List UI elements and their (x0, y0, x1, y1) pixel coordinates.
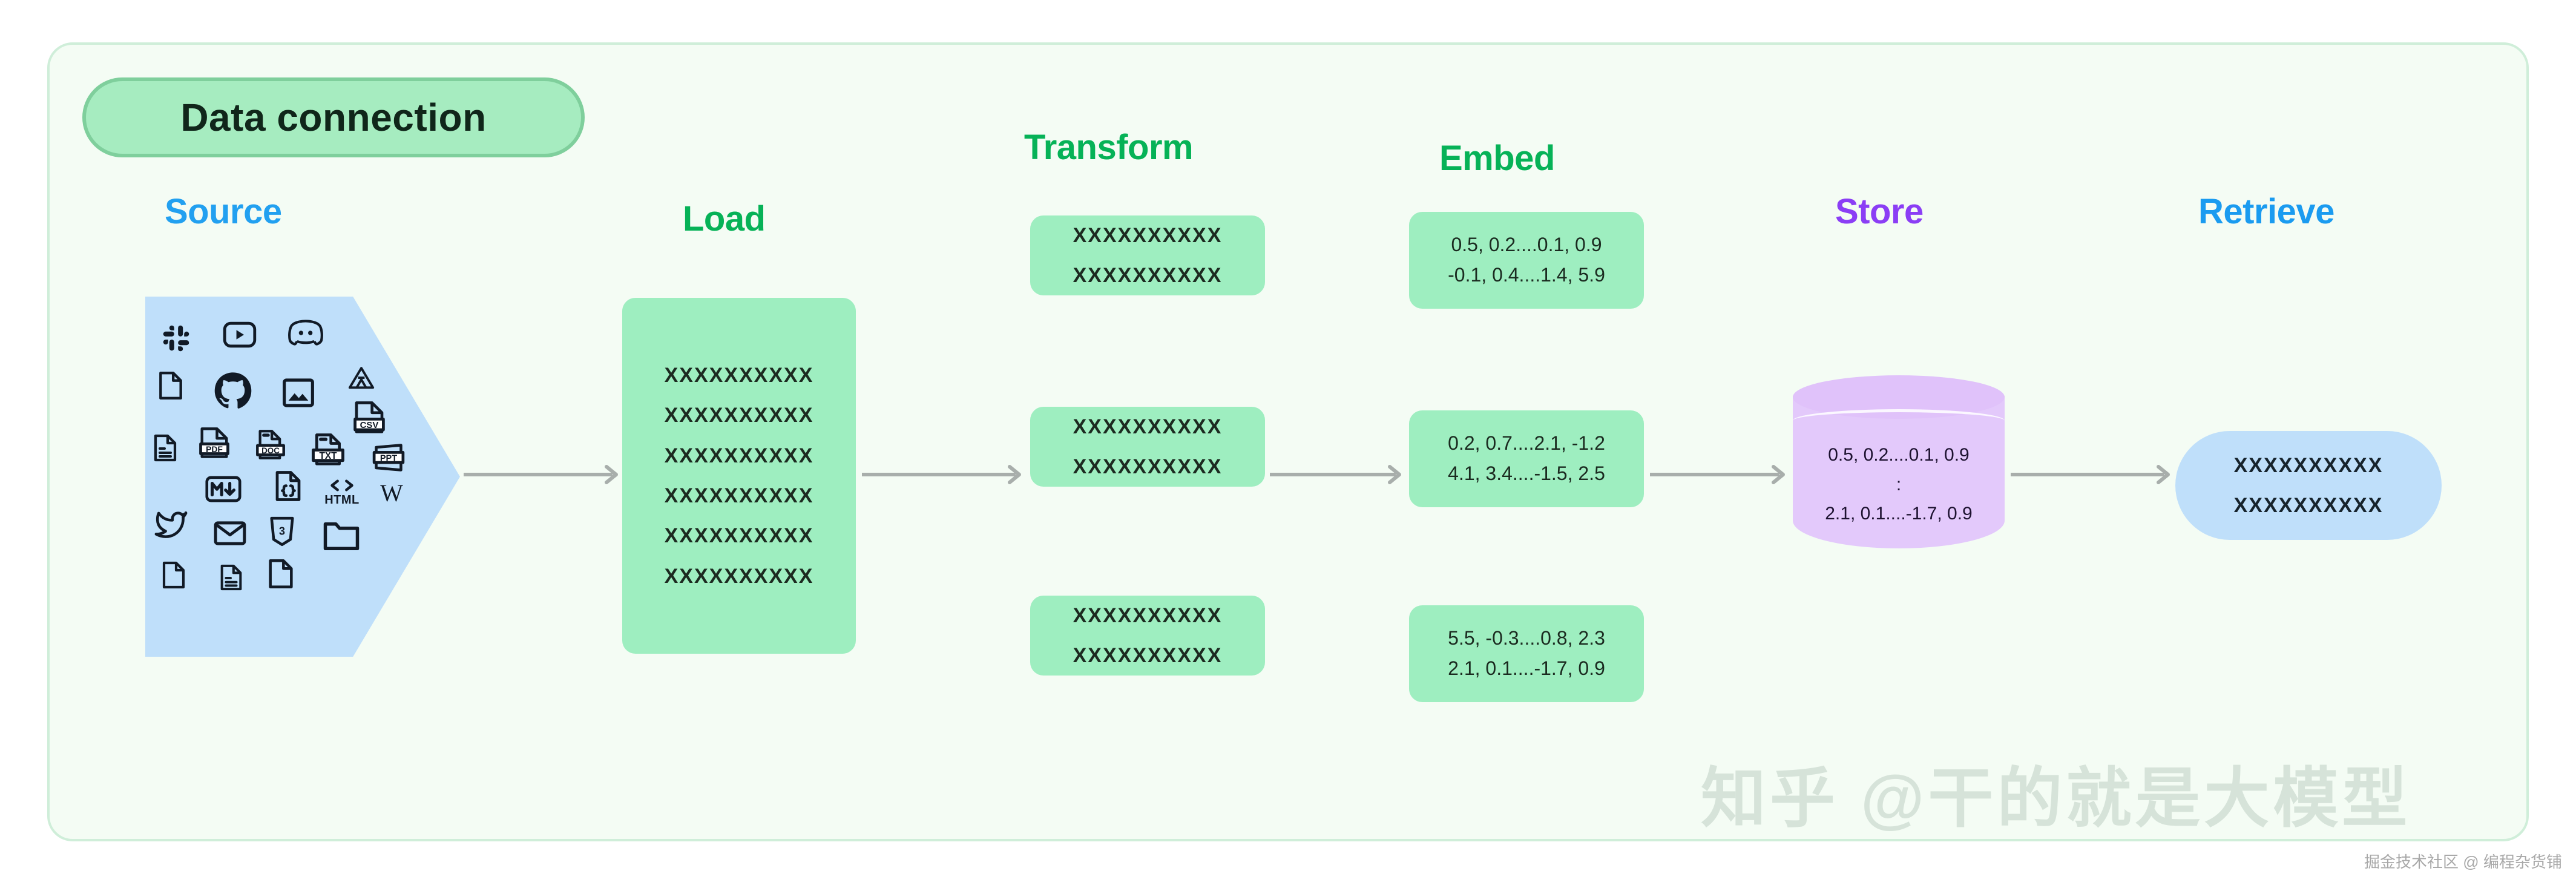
transform-line: XXXXXXXXXX (1073, 415, 1223, 438)
document-lines-icon (150, 431, 180, 465)
file-blank-icon (159, 558, 189, 592)
load-line: XXXXXXXXXX (664, 444, 814, 467)
svg-text:CSV: CSV (360, 420, 379, 430)
embed-vector-line: 2.1, 0.1....-1.7, 0.9 (1448, 657, 1605, 679)
json-file-icon (271, 467, 305, 505)
pdf-file-icon: PDF (195, 425, 234, 461)
data-connection-badge-label: Data connection (180, 96, 487, 139)
wikipedia-icon: W (380, 479, 403, 507)
embed-vector-box: 0.2, 0.7....2.1, -1.2 4.1, 3.4....-1.5, … (1409, 410, 1644, 507)
watermark-zhihu: 知乎 @干的就是大模型 (1701, 761, 2411, 835)
embed-vector-line: 5.5, -0.3....0.8, 2.3 (1448, 627, 1605, 649)
csv-file-icon: CSV (351, 398, 387, 437)
transform-line: XXXXXXXXXX (1073, 644, 1223, 667)
svg-text:TXT: TXT (319, 451, 337, 461)
embed-vector-line: 4.1, 3.4....-1.5, 2.5 (1448, 462, 1605, 484)
transform-chunk: XXXXXXXXXX XXXXXXXXXX (1030, 407, 1265, 487)
store-content: 0.5, 0.2....0.1, 0.9 : 2.1, 0.1....-1.7,… (1793, 441, 2005, 529)
store-cylinder: 0.5, 0.2....0.1, 0.9 : 2.1, 0.1....-1.7,… (1793, 375, 2005, 569)
source-icon-grid: CSV PDF (145, 297, 460, 657)
heading-retrieve: Retrieve (2198, 192, 2334, 231)
data-connection-panel (47, 42, 2529, 841)
load-line: XXXXXXXXXX (664, 484, 814, 507)
markdown-icon (203, 473, 243, 505)
transform-line: XXXXXXXXXX (1073, 223, 1223, 247)
css3-icon: 3 (266, 515, 298, 548)
arrow-store-to-retrieve (2011, 462, 2174, 487)
twitter-icon (153, 507, 190, 540)
email-icon (212, 518, 248, 548)
file-blank-icon (155, 368, 186, 403)
transform-line: XXXXXXXXXX (1073, 455, 1223, 478)
svg-text:PDF: PDF (206, 444, 223, 454)
youtube-icon (221, 316, 258, 353)
watermark-juejin: 掘金技术社区 @ 编程杂货铺 (2364, 853, 2562, 871)
embed-vector-line: 0.5, 0.2....0.1, 0.9 (1451, 234, 1602, 256)
load-box: XXXXXXXXXX XXXXXXXXXX XXXXXXXXXX XXXXXXX… (622, 298, 856, 654)
doc-file-icon: DOC (252, 427, 289, 462)
arrow-source-to-load (464, 462, 622, 487)
ppt-file-icon: PPT (369, 441, 408, 475)
slack-icon (160, 322, 192, 355)
embed-vector-line: 0.2, 0.7....2.1, -1.2 (1448, 432, 1605, 455)
discord-icon (286, 315, 326, 351)
cylinder-rim (1793, 409, 2005, 432)
load-line: XXXXXXXXXX (664, 564, 814, 588)
retrieve-box: XXXXXXXXXX XXXXXXXXXX (2175, 431, 2442, 540)
embed-vector-box: 5.5, -0.3....0.8, 2.3 2.1, 0.1....-1.7, … (1409, 605, 1644, 702)
retrieve-line: XXXXXXXXXX (2233, 494, 2384, 517)
document-lines-icon (217, 562, 246, 593)
heading-store: Store (1835, 192, 1924, 231)
load-line: XXXXXXXXXX (664, 404, 814, 427)
image-icon (278, 374, 318, 412)
heading-source: Source (165, 192, 282, 231)
arrow-load-to-transform (862, 462, 1025, 487)
google-drive-icon (345, 362, 378, 395)
svg-text:DOC: DOC (261, 446, 280, 455)
embed-vector-box: 0.5, 0.2....0.1, 0.9 -0.1, 0.4....1.4, 5… (1409, 212, 1644, 309)
folder-icon (321, 519, 362, 553)
svg-text:PPT: PPT (380, 453, 397, 463)
svg-text:3: 3 (279, 525, 285, 537)
retrieve-line: XXXXXXXXXX (2233, 453, 2384, 477)
load-line: XXXXXXXXXX (664, 364, 814, 387)
txt-file-icon: TXT (307, 431, 349, 469)
data-connection-badge: Data connection (82, 77, 585, 157)
transform-chunk: XXXXXXXXXX XXXXXXXXXX (1030, 596, 1265, 676)
transform-line: XXXXXXXXXX (1073, 264, 1223, 287)
heading-embed: Embed (1439, 139, 1555, 178)
store-line: 2.1, 0.1....-1.7, 0.9 (1825, 504, 1973, 524)
transform-chunk: XXXXXXXXXX XXXXXXXXXX (1030, 215, 1265, 295)
embed-vector-line: -0.1, 0.4....1.4, 5.9 (1448, 264, 1605, 286)
html-code-icon: HTML (320, 476, 364, 510)
file-blank-icon (265, 556, 297, 592)
transform-line: XXXXXXXXXX (1073, 603, 1223, 627)
arrow-transform-to-embed (1270, 462, 1405, 487)
store-ellipsis: : (1896, 474, 1902, 495)
heading-transform: Transform (1024, 128, 1194, 167)
load-line: XXXXXXXXXX (664, 524, 814, 548)
store-line: 0.5, 0.2....0.1, 0.9 (1828, 445, 1970, 465)
arrow-embed-to-store (1650, 462, 1789, 487)
heading-load: Load (683, 199, 766, 238)
github-icon (211, 369, 255, 414)
